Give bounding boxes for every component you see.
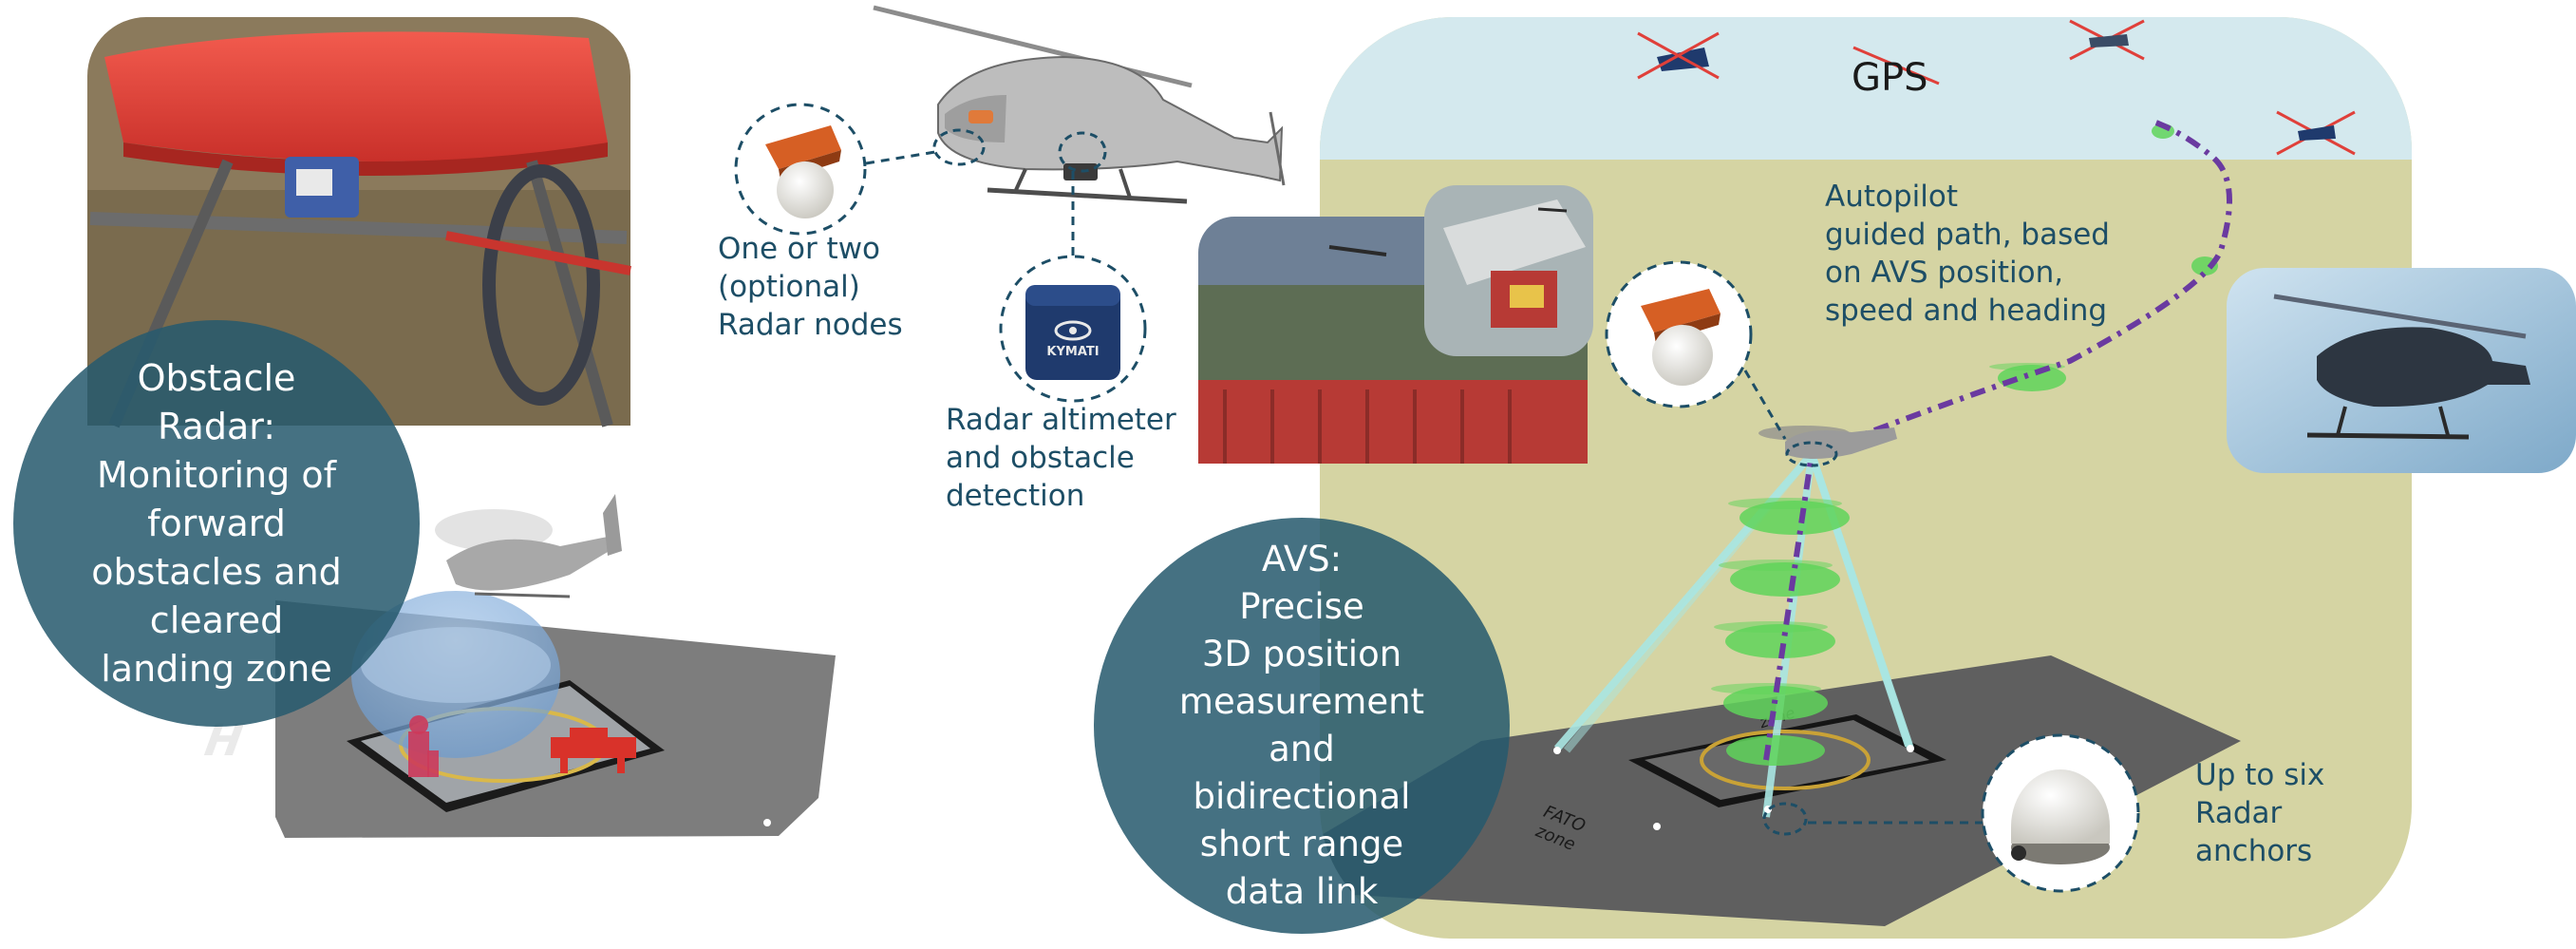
sensor-brand-text: KYMATI xyxy=(1046,345,1099,359)
ghost-helicopter-icon xyxy=(1711,123,2218,766)
offshore-landing-photo xyxy=(1198,185,1593,464)
gps-satellite-icon xyxy=(1637,19,2356,156)
helicopter-icon xyxy=(435,494,622,598)
uav-helicopter-photo xyxy=(2227,268,2576,473)
radar-anchor-callout xyxy=(1762,733,2140,893)
anchors-label: Up to six Radar anchors xyxy=(2195,758,2325,868)
helipad-3d-scene-left: H xyxy=(196,494,836,838)
helicopter-side-view xyxy=(873,5,1286,204)
avs-bubble: AVS: Precise 3D position measurement and… xyxy=(1094,518,1510,934)
autopilot-path xyxy=(1763,119,2232,761)
altimeter-label: Radar altimeter and obstacle detection xyxy=(946,403,1176,513)
radar-altimeter-callout: KYMATI xyxy=(999,131,1147,403)
autopilot-label: Autopilot guided path, based on AVS posi… xyxy=(1825,180,2110,328)
obstacle-person-icon xyxy=(408,715,439,777)
obstacle-equipment-icon xyxy=(551,728,636,773)
radar-node-icon xyxy=(765,125,841,218)
radar-altimeter-icon: KYMATI xyxy=(1025,285,1120,380)
gps-label: GPS xyxy=(1852,56,1928,100)
obstacle-radar-bubble: Obstacle Radar: Monitoring of forward ob… xyxy=(13,320,420,727)
radar-anchor-icon xyxy=(2011,769,2110,864)
radar-nodes-label: One or two (optional) Radar nodes xyxy=(718,232,903,342)
current-helicopter-icon xyxy=(1758,426,1897,467)
radar-node-callout xyxy=(734,103,986,236)
scene-radar-node-callout xyxy=(1605,260,1787,440)
